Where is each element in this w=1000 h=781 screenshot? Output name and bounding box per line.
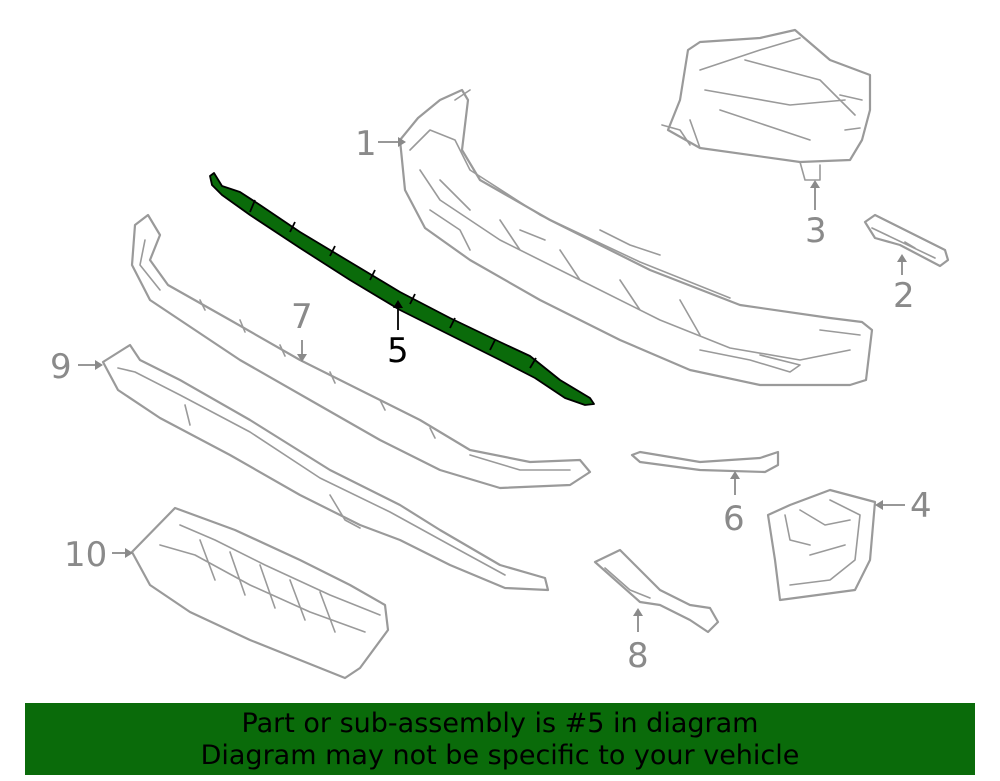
callout-7: 7 <box>291 297 313 337</box>
part-10-skid-plate <box>130 506 390 680</box>
callout-1: 1 <box>355 124 377 164</box>
banner-line-2: Diagram may not be specific to your vehi… <box>200 740 800 771</box>
part-6-strip <box>630 450 780 474</box>
callout-6: 6 <box>723 499 745 539</box>
callout-4: 4 <box>910 486 932 526</box>
callout-5: 5 <box>387 331 409 371</box>
part-3-upper-panel <box>661 28 872 181</box>
callout-2: 2 <box>893 276 915 316</box>
part-2-bracket <box>863 213 950 268</box>
info-banner: Part or sub-assembly is #5 in diagram Di… <box>25 703 975 775</box>
parts-diagram: 1 2 3 4 5 6 7 8 9 10 <box>50 28 950 680</box>
callout-3: 3 <box>805 211 827 251</box>
callout-10: 10 <box>64 535 107 575</box>
part-9-support-beam <box>101 343 550 592</box>
part-7-lower-valance <box>130 213 592 490</box>
part-1-bumper-cover <box>398 88 874 387</box>
callout-9: 9 <box>50 347 72 387</box>
part-5-reinforcement-strip <box>209 172 595 406</box>
banner-line-1: Part or sub-assembly is #5 in diagram <box>241 708 759 739</box>
leader-lines <box>78 137 907 632</box>
callout-8: 8 <box>627 636 649 676</box>
part-4-side-bracket <box>766 488 877 602</box>
part-8-bracket <box>593 548 720 634</box>
